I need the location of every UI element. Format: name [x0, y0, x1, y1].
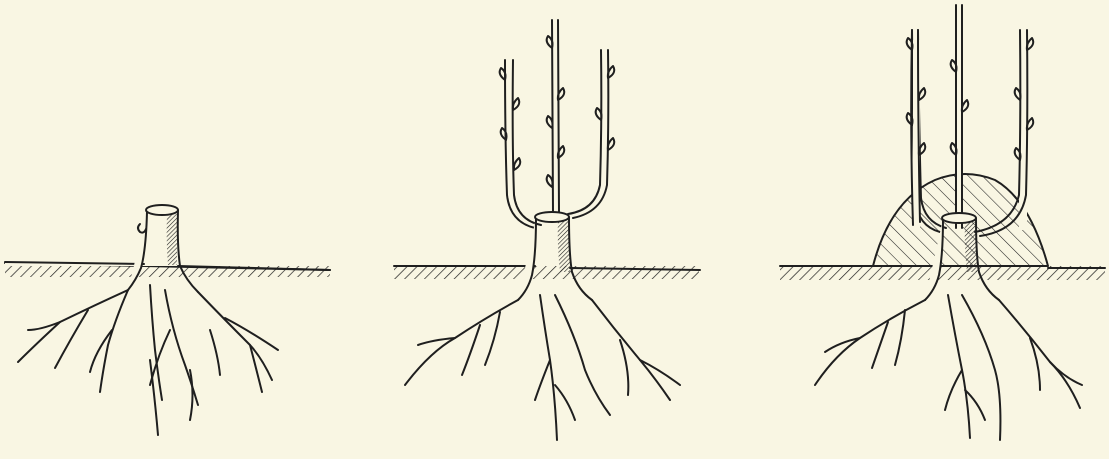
soil-line-icon [394, 266, 700, 279]
shoot-icon [500, 20, 615, 228]
stage-2-shoots-grown [394, 20, 700, 440]
stage-3-earthed-up [780, 5, 1105, 440]
soil-line-icon [780, 266, 1105, 280]
soil-line-icon [5, 262, 330, 277]
roots-icon [18, 285, 278, 435]
stump-icon [128, 205, 198, 292]
roots-icon [815, 295, 1082, 440]
roots-icon [405, 295, 680, 440]
stage-1-cut-stump [5, 205, 330, 435]
